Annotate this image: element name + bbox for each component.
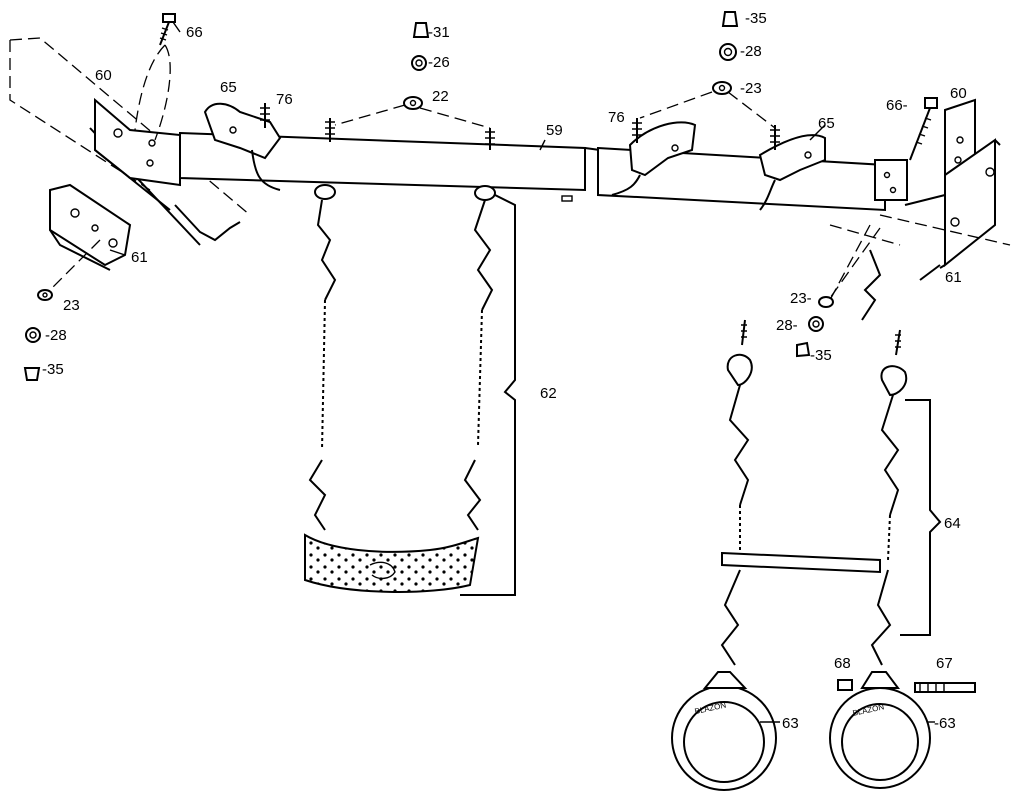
- ring-brand-left: BLAZON: [694, 701, 727, 717]
- label-64: 64: [944, 515, 961, 532]
- label-35-left: -35: [42, 361, 64, 378]
- label-28-left: -28: [45, 327, 67, 344]
- label-76-left: 76: [276, 91, 293, 108]
- label-63-left: 63: [782, 715, 799, 732]
- crossbar-59-left: [179, 118, 601, 202]
- bracket-61-left: [49, 183, 132, 271]
- bracket-61-right: [939, 138, 1001, 269]
- label-66-left: 66: [186, 24, 203, 41]
- label-62: 62: [540, 385, 557, 402]
- label-28-top: -28: [740, 43, 762, 60]
- label-63-right: -63: [934, 715, 956, 732]
- hardware-mid-right-stack: [796, 224, 881, 358]
- bolt-76-left: [260, 103, 270, 128]
- clamp-65-right-b: [758, 134, 826, 211]
- hardware-left-stack: [23, 289, 53, 381]
- label-35-top: -35: [745, 10, 767, 27]
- clamp-65-right-a: [611, 121, 697, 196]
- label-23-left: 23: [63, 297, 80, 314]
- label-23-top: -23: [740, 80, 762, 97]
- label-59: 59: [546, 122, 563, 139]
- label-65-left: 65: [220, 79, 237, 96]
- leader-lines: [109, 21, 935, 723]
- hardware-center-stack: [334, 22, 491, 129]
- label-66-right: 66-: [886, 97, 908, 114]
- label-76-right: 76: [608, 109, 625, 126]
- ring-brand-right: BLAZON: [852, 702, 885, 718]
- hardware-top-right-stack: [639, 11, 776, 129]
- label-67: 67: [936, 655, 953, 672]
- label-60-left: 60: [95, 67, 112, 84]
- swing-assembly: [304, 184, 496, 593]
- label-61-left: 61: [131, 249, 148, 266]
- bracket-60-left: [94, 97, 181, 211]
- bolt-76-right: [632, 118, 780, 150]
- bracket-64: [900, 399, 942, 636]
- bracket-62: [460, 194, 516, 596]
- callout-labels: 66 60 65 76 -31 -26 22 59 61 23 -28 -35 …: [42, 10, 967, 732]
- bolt-66-left: [159, 13, 176, 46]
- label-31: -31: [428, 24, 450, 41]
- clamp-65-left: [203, 102, 282, 191]
- left-hardware-path: [49, 44, 171, 291]
- label-61-right: 61: [945, 269, 962, 286]
- bolt-66-right: [909, 97, 938, 161]
- label-35-mid: -35: [810, 347, 832, 364]
- label-22: 22: [432, 88, 449, 105]
- label-60-right: 60: [950, 85, 967, 102]
- label-28-mid: 28-: [776, 317, 798, 334]
- label-26: -26: [428, 54, 450, 71]
- label-68: 68: [834, 655, 851, 672]
- label-23-mid: 23-: [790, 290, 812, 307]
